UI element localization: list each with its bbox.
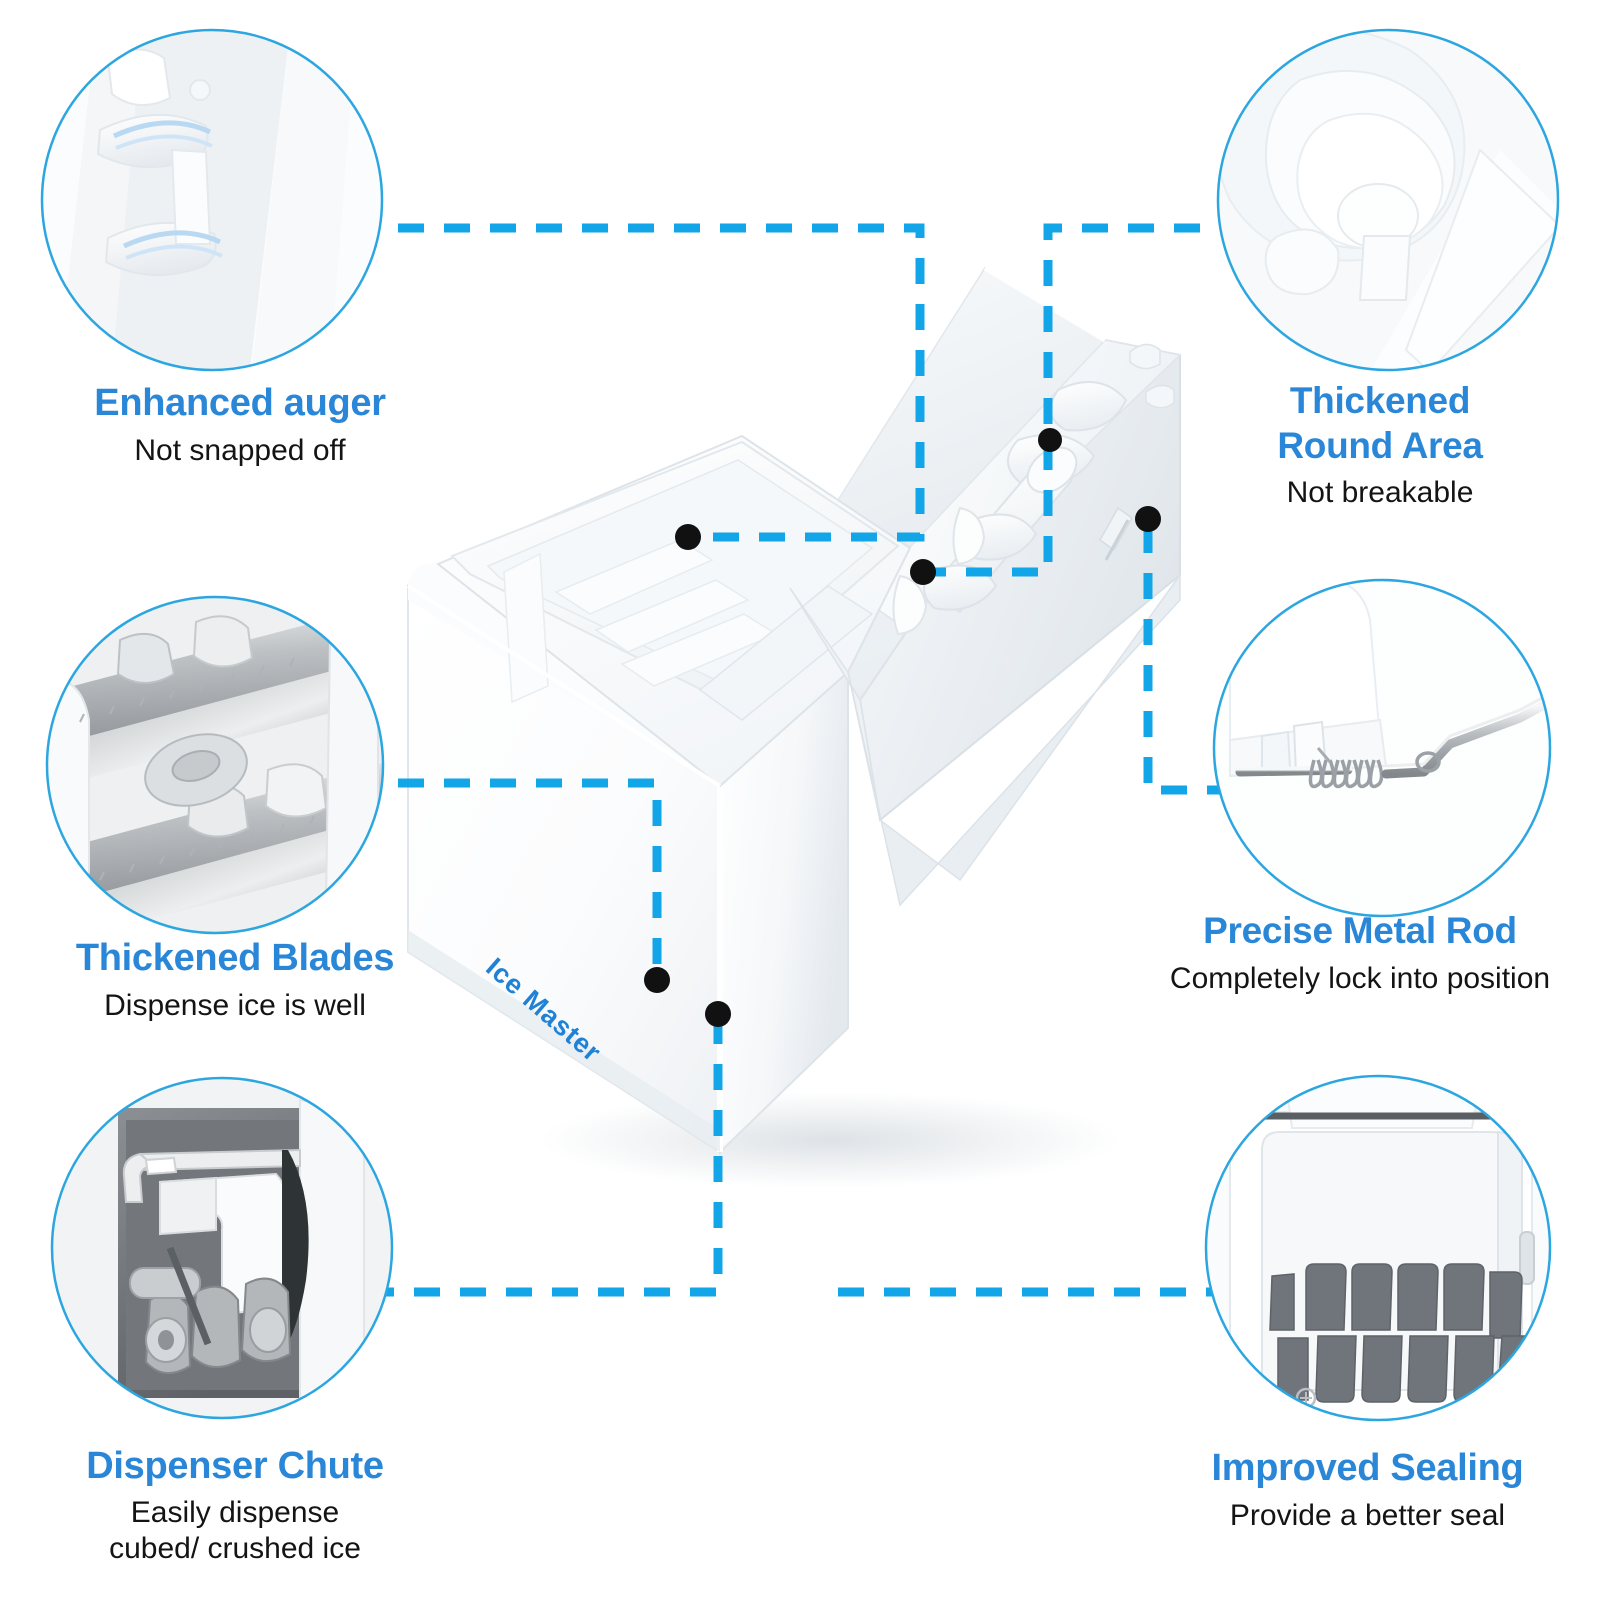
product-shadow xyxy=(540,1092,1120,1188)
dot-dispenser-chute xyxy=(705,1001,731,1027)
callout-subtitle-thickened-blades: Dispense ice is well xyxy=(104,989,366,1022)
connector-dispenser-chute xyxy=(368,1022,723,1297)
bin-rim-highlight xyxy=(983,265,1107,343)
dot-precise-metal-rod xyxy=(1135,506,1161,532)
dot-thickened-round-area xyxy=(910,559,936,585)
connector-thickened-round-area xyxy=(920,223,1200,577)
callout-thickened-blades: Thickened Blades Dispense ice is well xyxy=(25,935,445,1025)
callout-subtitle-precise-metal-rod: Completely lock into position xyxy=(1169,962,1551,995)
dot-thickened-blades xyxy=(644,967,670,993)
lid-rib-upper xyxy=(554,539,714,615)
metal-rod-wire xyxy=(1104,519,1130,561)
callout-thickened-round-area: Thickened Round Area Not breakable xyxy=(1180,378,1580,512)
bin-lower-skirt xyxy=(847,572,1181,907)
inset-thickened-round-area xyxy=(1216,28,1560,372)
callout-subtitle-enhanced-auger: Not snapped off xyxy=(134,434,346,467)
bucket-front-top-edge xyxy=(406,584,722,788)
auger-assembly xyxy=(892,381,1128,636)
auger-standing-fin-b xyxy=(952,506,986,566)
callout-enhanced-auger: Enhanced auger Not snapped off xyxy=(30,380,450,470)
inset-circle-border-thickened-round-area xyxy=(1216,28,1560,372)
dispenser-chute-opening xyxy=(698,585,874,721)
inset-improved-sealing xyxy=(1204,1074,1552,1422)
callout-title-dispenser-chute: Dispenser Chute xyxy=(86,1445,384,1487)
lid-left-ridge xyxy=(503,552,549,704)
ice-bucket-assembly xyxy=(406,265,1182,1155)
callout-subtitle-improved-sealing: Provide a better seal xyxy=(1229,1499,1506,1532)
callout-title-thickened-round-area: Thickened Round Area xyxy=(1277,380,1483,466)
inset-precise-metal-rod xyxy=(1212,578,1552,918)
callout-dispenser-chute: Dispenser Chute Easily dispense cubed/ c… xyxy=(20,1443,450,1567)
callout-title-thickened-blades: Thickened Blades xyxy=(75,937,395,979)
inset-thickened-blades xyxy=(45,595,385,935)
inset-circle-border-precise-metal-rod xyxy=(1212,578,1552,918)
connector-thickened-blades xyxy=(398,778,662,977)
bucket-front-bottom-bevel xyxy=(408,930,720,1152)
bin-rim-notch-b xyxy=(1145,384,1175,409)
bin-rim-notch-a xyxy=(1129,343,1161,370)
inset-circle-border-thickened-blades xyxy=(45,595,385,935)
callout-title-enhanced-auger: Enhanced auger xyxy=(94,382,386,424)
connector-lines xyxy=(368,223,1300,1297)
metal-rod-latch-housing xyxy=(1099,506,1133,552)
callout-subtitle-thickened-round-area: Not breakable xyxy=(1286,476,1474,509)
callout-title-improved-sealing: Improved Sealing xyxy=(1211,1447,1524,1489)
inset-circle-border-improved-sealing xyxy=(1204,1074,1552,1422)
inset-circle-border-enhanced-auger xyxy=(40,28,384,372)
callout-precise-metal-rod: Precise Metal Rod Completely lock into p… xyxy=(1125,908,1595,998)
callout-title-precise-metal-rod: Precise Metal Rod xyxy=(1203,910,1517,951)
inset-enhanced-auger xyxy=(40,28,384,372)
callout-subtitle-dispenser-chute: Easily dispense cubed/ crushed ice xyxy=(109,1496,361,1565)
dot-enhanced-auger xyxy=(675,524,701,550)
bucket-front-corner-round xyxy=(408,563,720,786)
anchor-dots xyxy=(644,428,1161,1027)
connector-enhanced-auger xyxy=(398,223,925,542)
callout-improved-sealing: Improved Sealing Provide a better seal xyxy=(1140,1445,1595,1535)
inset-dispenser-chute xyxy=(50,1076,394,1420)
dot-round-area-upper xyxy=(1038,428,1062,452)
auger-standing-fin-a xyxy=(892,574,928,636)
lid-rib-middle xyxy=(594,579,750,653)
inset-circle-border-dispenser-chute xyxy=(50,1076,394,1420)
auger-fin-4 xyxy=(923,564,998,611)
